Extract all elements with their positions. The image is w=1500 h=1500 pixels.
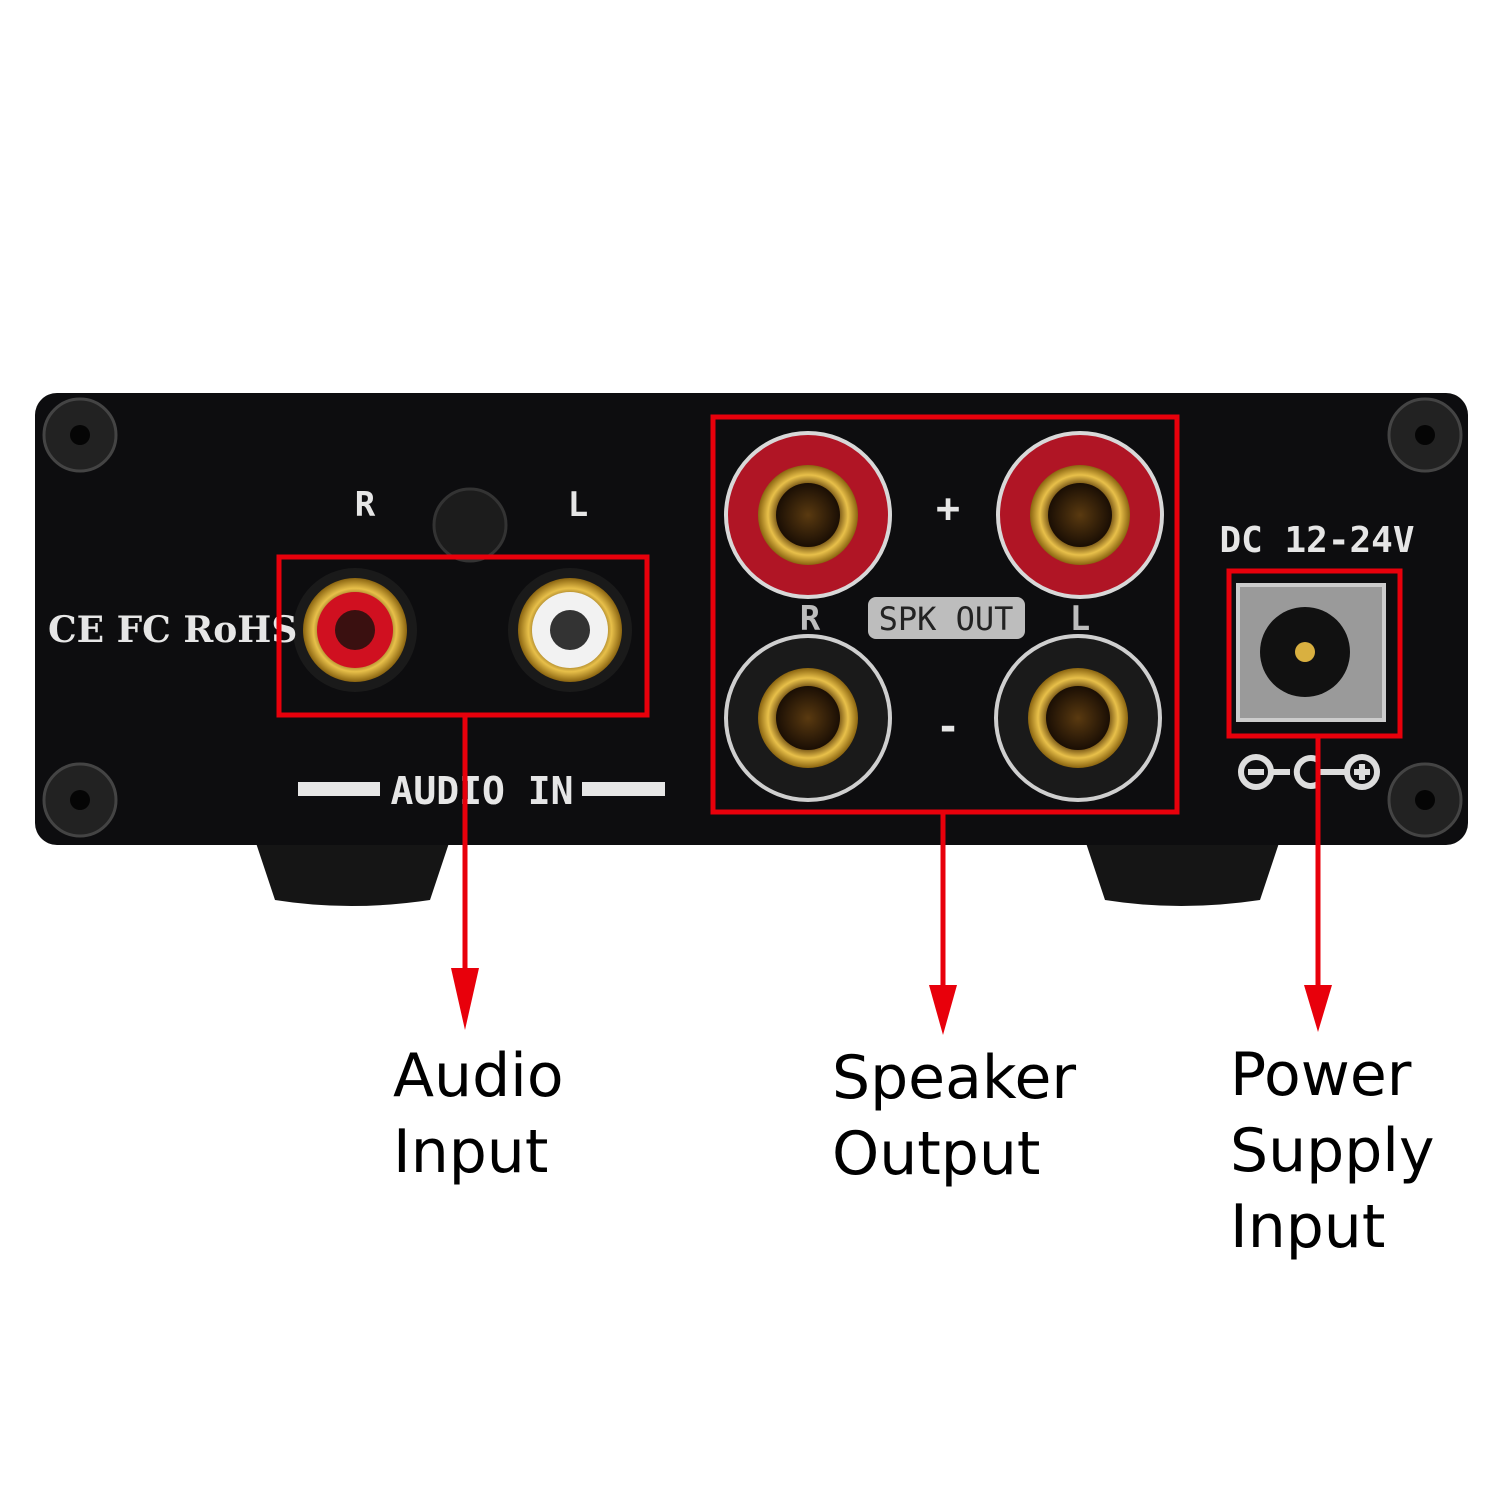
- callout-line: Output: [832, 1119, 1041, 1189]
- callout-line: Power: [1230, 1040, 1412, 1110]
- plus-label: +: [936, 486, 960, 532]
- callout-line: Audio: [393, 1041, 564, 1111]
- arrowhead-icon: [1304, 985, 1332, 1032]
- callout-line: Speaker: [832, 1043, 1077, 1113]
- screw-icons: [42, 397, 1463, 838]
- callout-line: Input: [1230, 1192, 1386, 1262]
- rca-left-label: L: [568, 485, 588, 525]
- power-input-highlight-box: [1226, 568, 1403, 739]
- spk-right-label: R: [800, 599, 821, 639]
- speaker-terminal-left-minus: [994, 634, 1162, 802]
- callout-power-supply-input: Power Supply Input: [1230, 1037, 1434, 1265]
- minus-label: -: [936, 704, 960, 750]
- arrowhead-icon: [451, 968, 479, 1030]
- speaker-terminal-left-plus: [996, 431, 1164, 599]
- arrowhead-icon: [929, 985, 957, 1035]
- audio-input-highlight-box: [276, 554, 650, 718]
- speaker-terminal-right-minus: [724, 634, 892, 802]
- speaker-terminal-right-plus: [724, 431, 892, 599]
- certification-logos: CE FC RoHS: [48, 609, 297, 651]
- ground-screw-icon: [432, 487, 508, 563]
- rca-jack-right: [293, 568, 417, 692]
- audio-in-label: AUDIO IN: [390, 769, 573, 813]
- foot-right: [1085, 840, 1280, 906]
- spk-left-label: L: [1070, 599, 1090, 639]
- callout-audio-input: Audio Input: [393, 1038, 564, 1190]
- rca-jack-left: [508, 568, 632, 692]
- spk-out-badge: [868, 597, 1025, 639]
- speaker-output-highlight-box: [710, 414, 1180, 815]
- dc-power-jack: [1236, 583, 1386, 722]
- foot-left: [255, 840, 450, 906]
- dc-rating-label: DC 12-24V: [1219, 520, 1414, 561]
- callout-line: Input: [393, 1117, 549, 1187]
- callout-line: Supply: [1230, 1116, 1435, 1186]
- rca-right-label: R: [355, 485, 376, 525]
- callout-speaker-output: Speaker Output: [832, 1040, 1076, 1192]
- spk-out-label: SPK OUT: [879, 600, 1014, 638]
- polarity-icon: [1238, 754, 1380, 790]
